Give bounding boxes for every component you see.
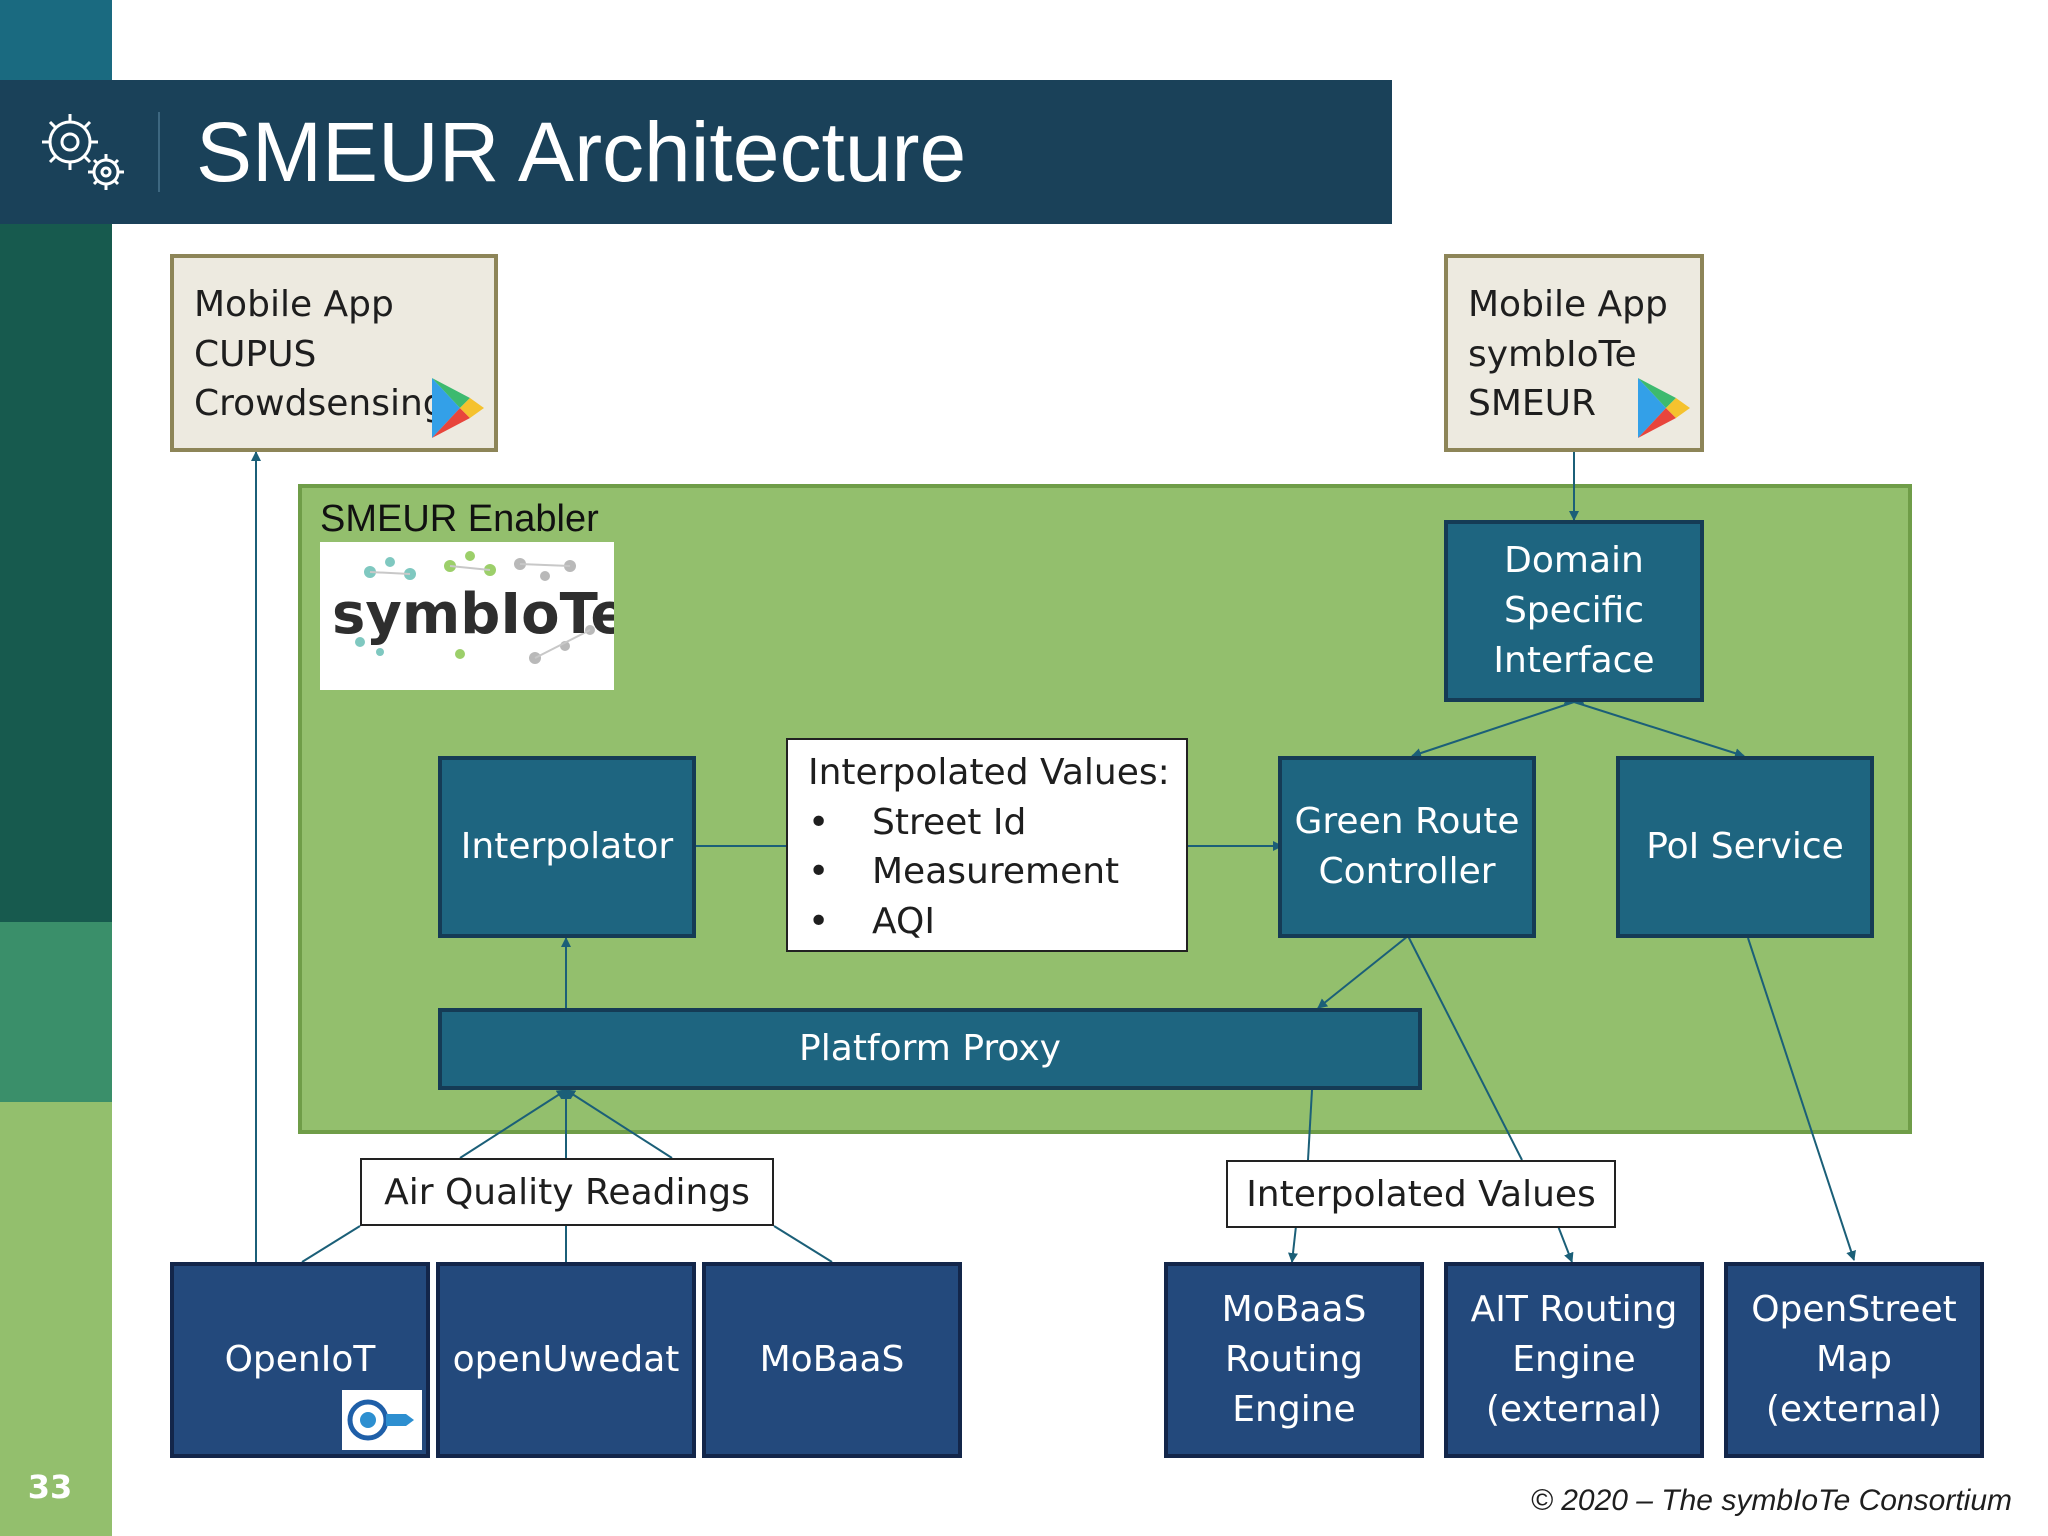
- platform-label: OpenIoT: [224, 1339, 376, 1381]
- interpolated-values-title: Interpolated Values:: [808, 752, 1170, 793]
- openiot-logo: [342, 1390, 422, 1450]
- enabler-label: SMEUR Enabler: [320, 498, 599, 540]
- side-strip-dark: [0, 224, 112, 922]
- logo-text: symbIoTe: [332, 582, 614, 647]
- side-strip-light: [0, 1102, 112, 1536]
- openiot-aq: [301, 1225, 361, 1263]
- list-item-text: Measurement: [872, 851, 1120, 893]
- platform-line: Map: [1816, 1339, 1892, 1381]
- platform-line: (external): [1765, 1388, 1943, 1430]
- page-number: 33: [27, 1468, 73, 1506]
- platform-proxy: Platform Proxy: [438, 1008, 1422, 1090]
- openuwedat-platform: openUwedat: [436, 1262, 696, 1458]
- platform-line: AIT Routing: [1470, 1289, 1678, 1331]
- component-line: Specific: [1503, 590, 1645, 632]
- list-item: •Measurement: [808, 851, 1120, 893]
- interpolator-label: Interpolator: [460, 826, 674, 868]
- side-strip-top: [0, 0, 112, 80]
- mobaas-aq: [773, 1225, 833, 1263]
- platform-line: Engine: [1232, 1388, 1356, 1430]
- copyright-footer: © 2020 – The symbIoTe Consortium: [1530, 1484, 2012, 1517]
- platform-proxy-label: Platform Proxy: [799, 1028, 1061, 1070]
- poi-service-label: PoI Service: [1646, 826, 1844, 868]
- platform-line: Engine: [1512, 1339, 1636, 1381]
- interpolator: Interpolator: [438, 756, 696, 938]
- air-quality-readings-text: Air Quality Readings: [384, 1171, 750, 1213]
- component-line: Green Route: [1294, 801, 1520, 843]
- google-play-icon: [1638, 378, 1690, 438]
- app-line: Crowdsensing: [194, 383, 446, 425]
- list-item: •Street Id: [808, 801, 1027, 843]
- list-item-text: AQI: [872, 901, 935, 943]
- component-line: Controller: [1318, 851, 1496, 892]
- interpolated-values-box: Interpolated Values: •Street Id •Measure…: [786, 738, 1188, 952]
- platform-line: OpenStreet: [1751, 1289, 1957, 1331]
- app-line: Mobile App: [194, 284, 394, 325]
- app-line: symbIoTe: [1468, 333, 1637, 375]
- openiot-logo-icon: [347, 1399, 414, 1441]
- air-quality-readings-label: Air Quality Readings: [360, 1158, 774, 1226]
- list-item-text: Street Id: [872, 801, 1027, 843]
- app-line: SMEUR: [1468, 383, 1597, 425]
- network-dots-icon: [355, 551, 595, 664]
- page-title: SMEUR Architecture: [196, 105, 967, 199]
- iv-ait: [1557, 1225, 1574, 1263]
- title-bar: [0, 80, 1392, 224]
- symbiote-logo: symbIoTe: [320, 542, 614, 690]
- interpolated-values-text: Interpolated Values: [1246, 1173, 1596, 1215]
- platform-line: (external): [1485, 1388, 1663, 1430]
- mobaas-routing-engine: MoBaaS Routing Engine: [1164, 1262, 1424, 1458]
- component-line: Interface: [1493, 639, 1655, 681]
- green-route-controller: Green Route Controller: [1278, 756, 1536, 938]
- google-play-icon: [432, 378, 484, 438]
- mobaas-platform: MoBaaS: [702, 1262, 962, 1458]
- domain-specific-interface: Domain Specific Interface: [1444, 520, 1704, 702]
- openstreetmap-platform: OpenStreet Map (external): [1724, 1262, 1984, 1458]
- ait-routing-engine: AIT Routing Engine (external): [1444, 1262, 1704, 1458]
- poi-service: PoI Service: [1616, 756, 1874, 938]
- component-line: Domain: [1504, 540, 1644, 582]
- list-item: •AQI: [808, 901, 935, 943]
- platform-line: Routing: [1224, 1339, 1364, 1381]
- gears-icon: [42, 114, 124, 190]
- title-divider: [158, 112, 160, 192]
- app-line: CUPUS: [194, 333, 317, 375]
- iv-mobaas-routing: [1288, 1225, 1298, 1263]
- platform-line: MoBaaS: [1221, 1289, 1367, 1331]
- platform-label: MoBaaS: [759, 1339, 905, 1381]
- side-strip-mid: [0, 922, 112, 1102]
- platform-label: openUwedat: [452, 1339, 680, 1381]
- app-line: Mobile App: [1468, 284, 1668, 325]
- interpolated-values-label: Interpolated Values: [1226, 1160, 1616, 1228]
